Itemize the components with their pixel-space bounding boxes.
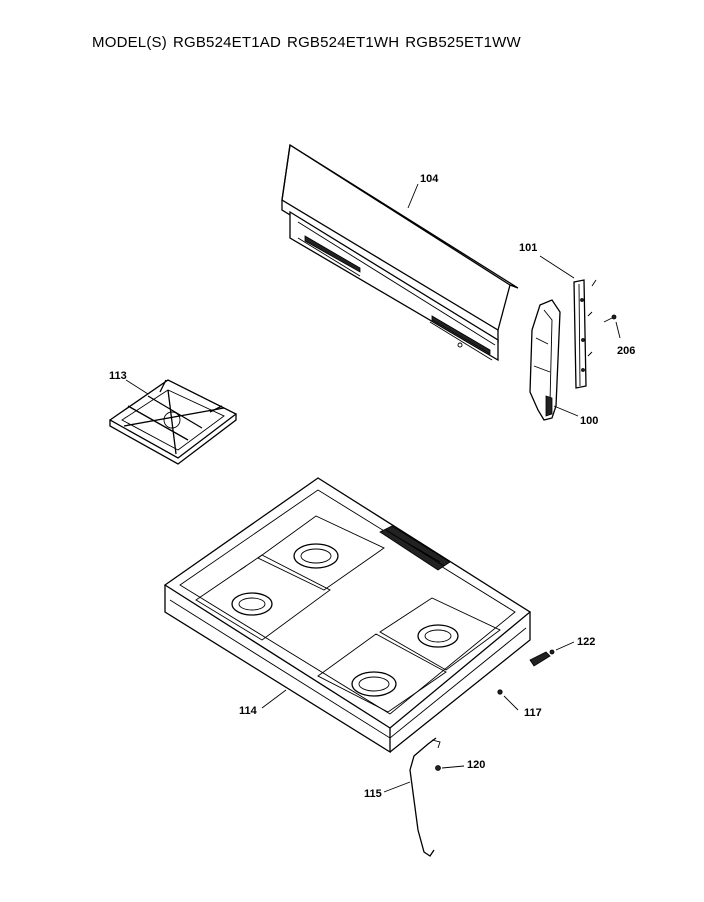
part-206-screw xyxy=(603,314,617,323)
callout-115: 115 xyxy=(364,788,382,800)
model-header: MODEL(S) RGB524ET1AD RGB524ET1WH RGB525ET1W… xyxy=(92,34,527,51)
callout-206: 206 xyxy=(617,345,635,357)
callout-117: 117 xyxy=(524,707,542,719)
part-117-clip xyxy=(497,689,503,695)
callout-104: 104 xyxy=(420,173,439,185)
callout-122: 122 xyxy=(577,636,595,648)
callout-120: 120 xyxy=(467,759,485,771)
part-113-burner-grate xyxy=(108,379,238,465)
part-120-washer xyxy=(435,765,441,771)
leader-lines xyxy=(125,183,621,793)
callout-101: 101 xyxy=(519,242,537,254)
part-104-backsplash xyxy=(281,143,519,362)
part-122-electrode xyxy=(529,649,555,667)
model-prefix: MODEL(S) xyxy=(92,34,167,51)
part-114-cooktop xyxy=(163,477,532,754)
callout-113: 113 xyxy=(109,370,127,382)
part-115-rod xyxy=(409,737,441,857)
part-101-side-trim xyxy=(573,279,597,389)
callout-114: 114 xyxy=(239,705,258,717)
model-number-1: RGB524ET1AD xyxy=(172,34,282,51)
callout-labels: 104 101 206 100 113 114 122 117 120 115 xyxy=(109,173,635,800)
model-number-3: RGB525ET1WW xyxy=(405,34,521,51)
model-number-2: RGB524ET1WH xyxy=(287,34,400,51)
part-100-end-bracket xyxy=(529,299,561,421)
callout-100: 100 xyxy=(580,415,598,427)
